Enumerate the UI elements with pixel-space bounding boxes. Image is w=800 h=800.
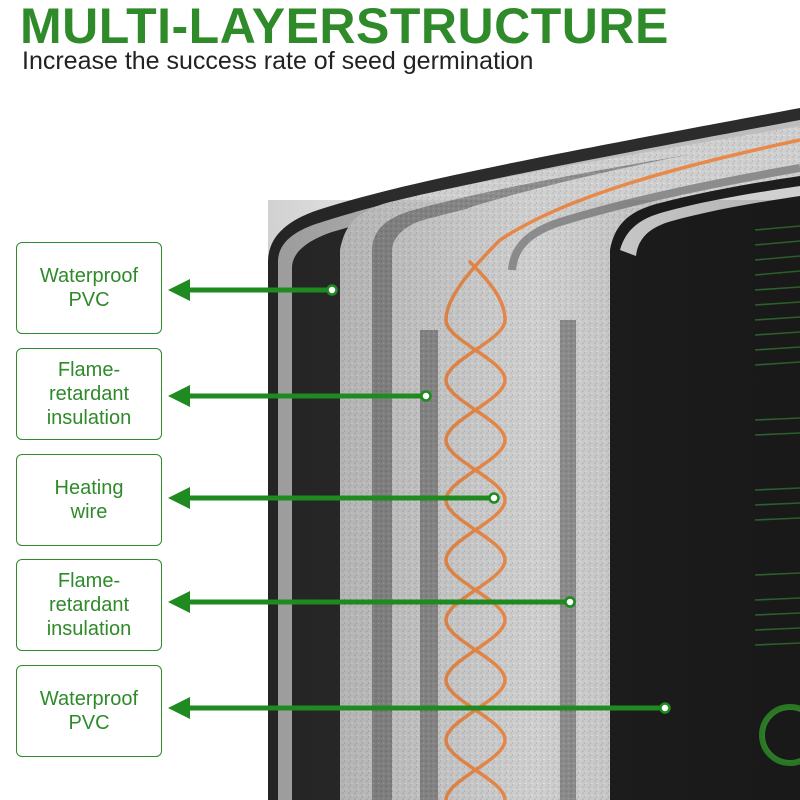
arrow-4-head [168, 591, 190, 613]
arrow-1-dot [326, 284, 338, 296]
label-heating-wire: Heating wire [16, 454, 162, 546]
layer-arrows [168, 279, 671, 719]
label-text: Flame- retardant insulation [46, 570, 132, 640]
label-text: Heating wire [54, 477, 124, 523]
arrow-3-head [168, 487, 190, 509]
label-text: Flame- retardant insulation [46, 359, 132, 429]
page-subtitle: Increase the success rate of seed germin… [22, 47, 534, 75]
arrow-2-dot [420, 390, 432, 402]
label-waterproof-pvc-bottom: Waterproof PVC [16, 665, 162, 757]
arrow-1-head [168, 279, 190, 301]
arrow-3-dot [488, 492, 500, 504]
page-title: MULTI-LAYERSTRUCTURE [20, 0, 669, 54]
label-waterproof-pvc-top: Waterproof PVC [16, 242, 162, 334]
arrow-5-dot [659, 702, 671, 714]
arrow-5-head [168, 697, 190, 719]
label-text: Waterproof PVC [39, 265, 139, 311]
label-text: Waterproof PVC [39, 688, 139, 734]
arrow-4-dot [564, 596, 576, 608]
label-flame-retardant-insulation-1: Flame- retardant insulation [16, 348, 162, 440]
label-flame-retardant-insulation-2: Flame- retardant insulation [16, 559, 162, 651]
arrow-2-head [168, 385, 190, 407]
